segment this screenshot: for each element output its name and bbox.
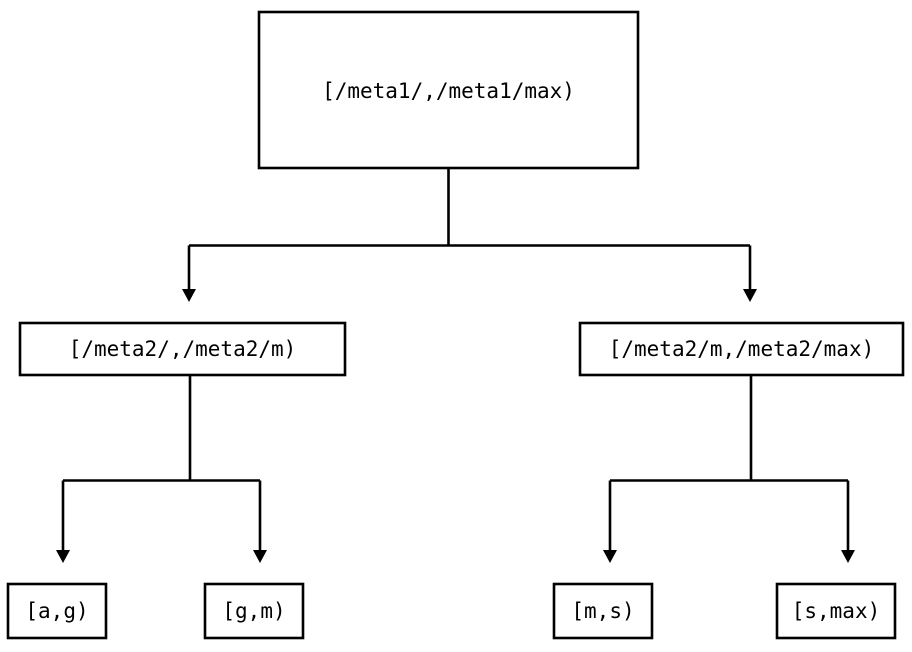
tree-node-leaf-gm[interactable]: [g,m) [203,582,305,640]
node-box-root[interactable] [257,10,640,170]
node-box-leaf-ms[interactable] [552,582,654,640]
tree-node-leaf-smax[interactable]: [s,max) [775,582,897,640]
node-label-mid-left: [/meta2/,/meta2/m) [69,337,297,361]
node-label-leaf-ms: [m,s) [571,599,634,623]
tree-node-mid-left[interactable]: [/meta2/,/meta2/m) [18,321,347,377]
tree-node-root[interactable]: [/meta1/,/meta1/max) [257,10,640,170]
arrowhead-down-icon [182,289,196,302]
node-label-leaf-smax: [s,max) [792,599,881,623]
edge-midright-to-leaves [603,375,855,563]
arrowhead-down-icon [841,550,855,563]
node-box-leaf-ag[interactable] [6,582,108,640]
node-label-leaf-ag: [a,g) [25,599,88,623]
tree-node-leaf-ag[interactable]: [a,g) [6,582,108,640]
arrowhead-down-icon [603,550,617,563]
arrowhead-down-icon [56,550,70,563]
node-box-mid-left[interactable] [18,321,347,377]
tree-node-mid-right[interactable]: [/meta2/m,/meta2/max) [578,321,905,377]
node-box-leaf-smax[interactable] [775,582,897,640]
arrowhead-down-icon [743,289,757,302]
node-label-mid-right: [/meta2/m,/meta2/max) [609,337,875,361]
arrowhead-down-icon [253,550,267,563]
edge-midleft-to-leaves [56,375,267,563]
node-box-mid-right[interactable] [578,321,905,377]
node-box-leaf-gm[interactable] [203,582,305,640]
tree-node-leaf-ms[interactable]: [m,s) [552,582,654,640]
node-label-leaf-gm: [g,m) [222,599,285,623]
edge-root-to-mid-level [182,168,757,302]
node-label-root: [/meta1/,/meta1/max) [322,79,575,103]
